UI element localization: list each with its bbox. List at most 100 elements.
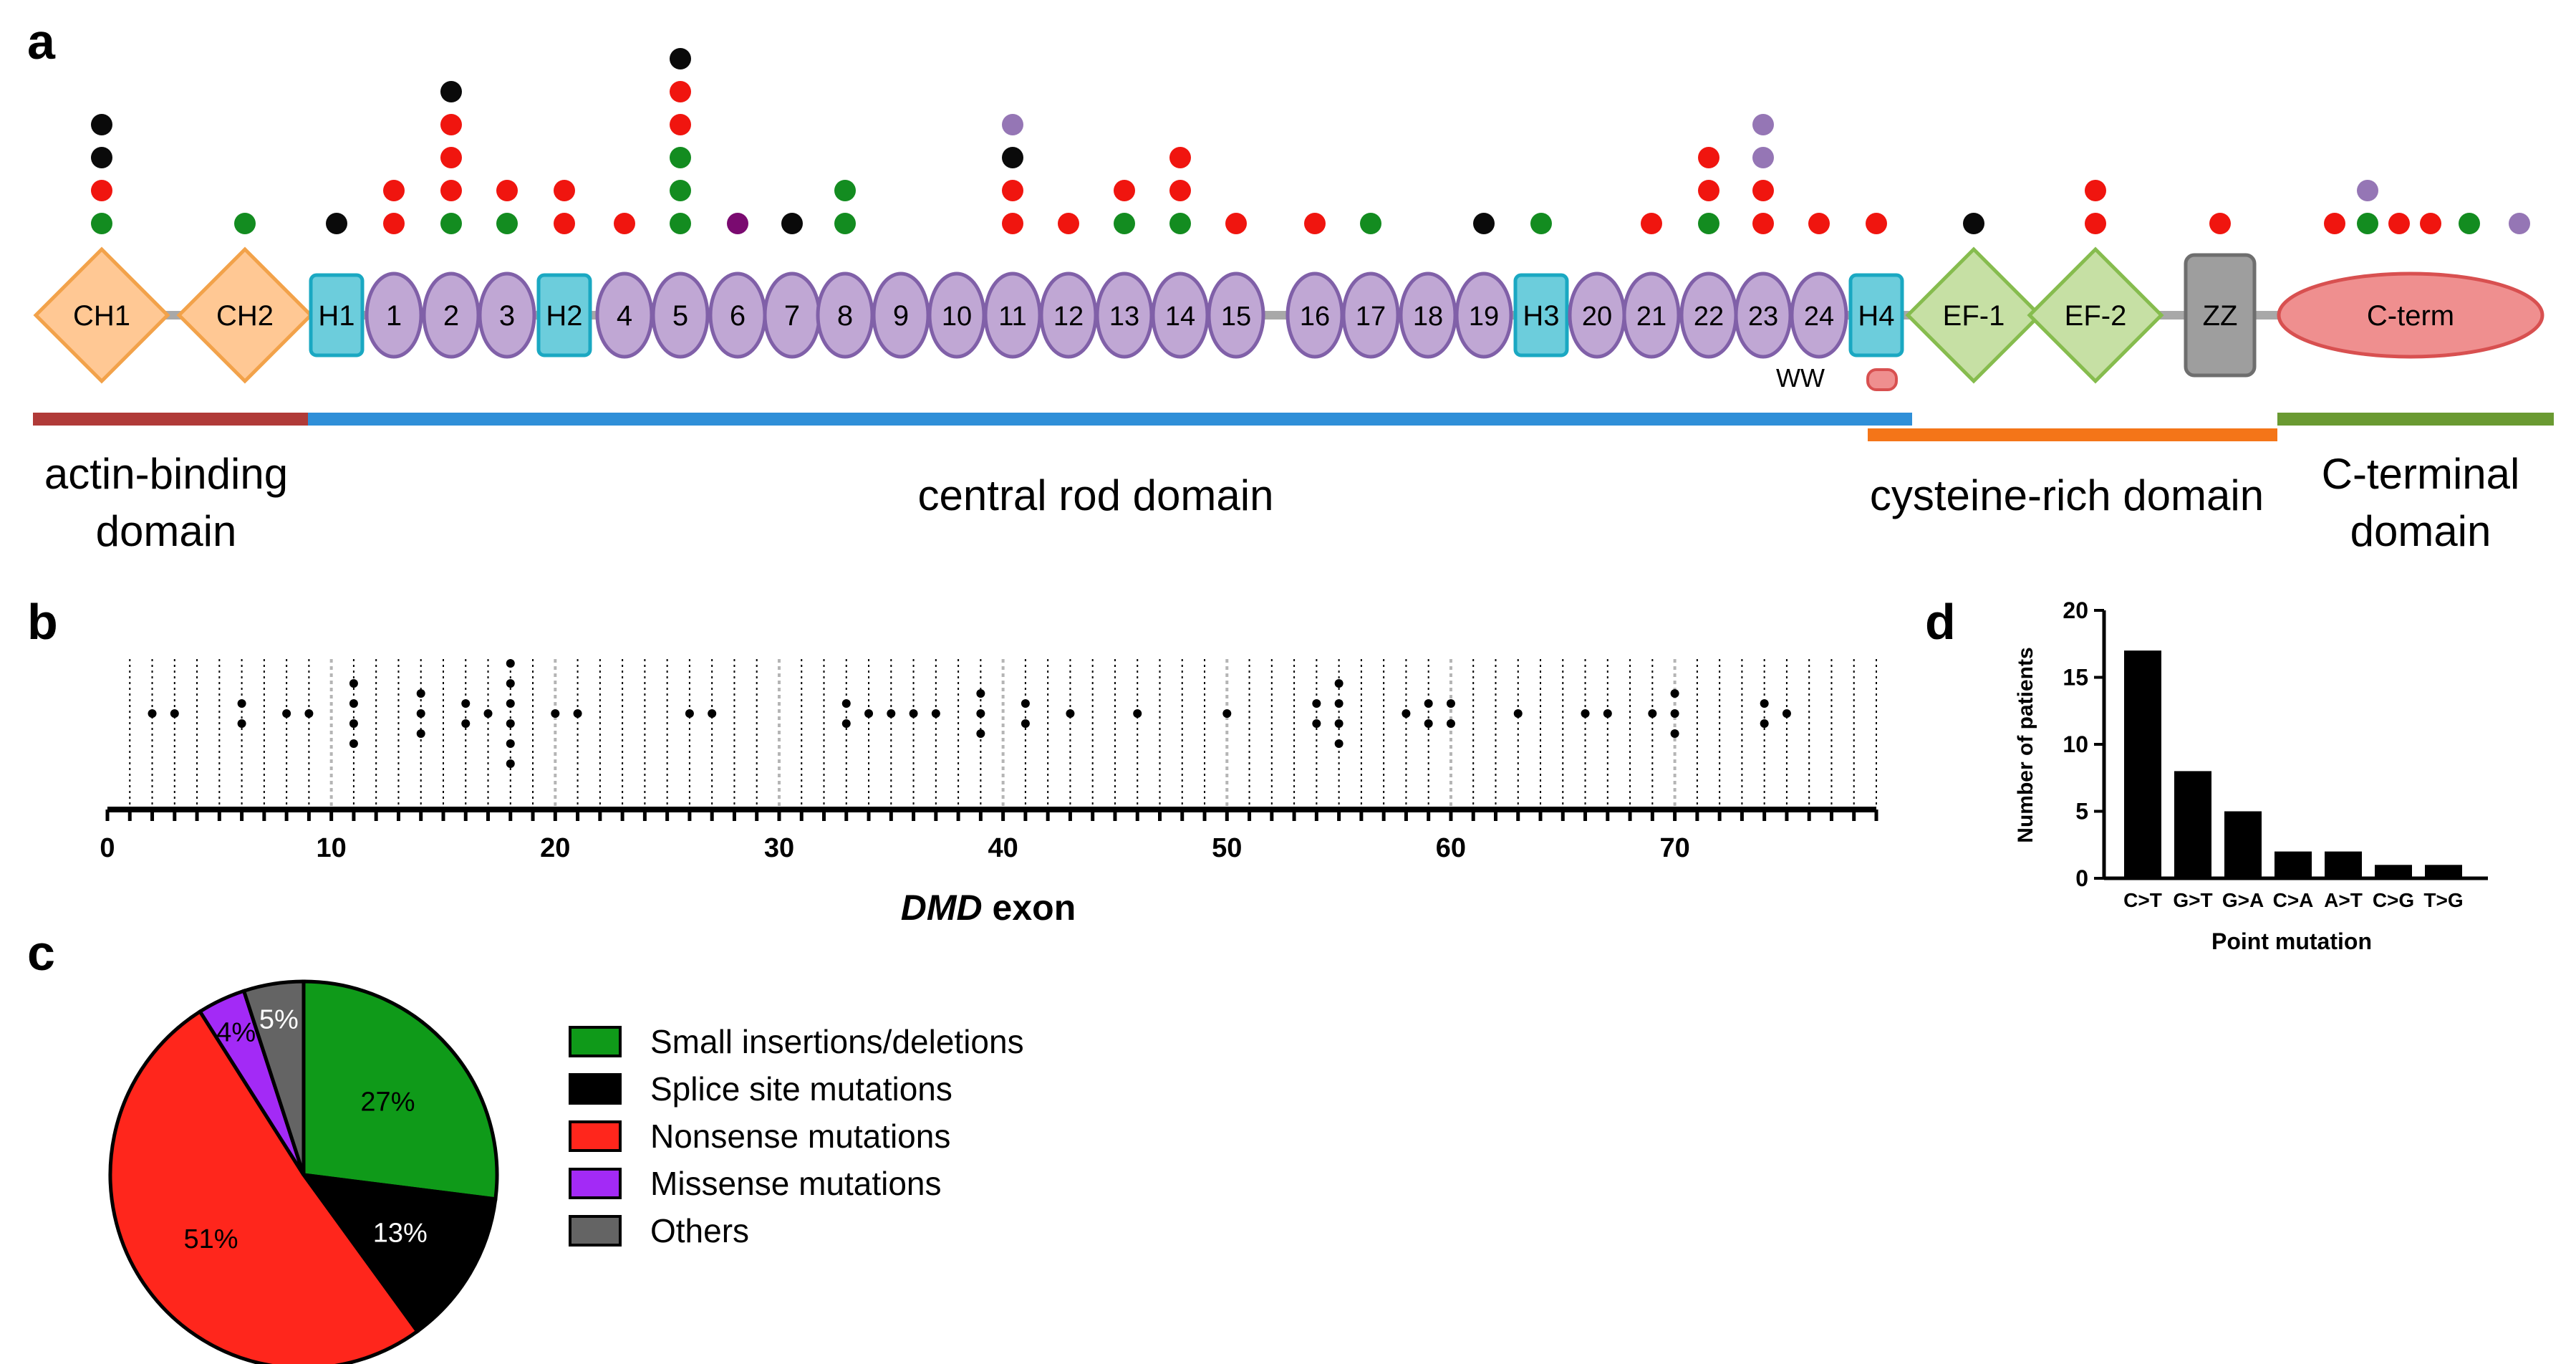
exon-mutation-dot (887, 709, 896, 718)
r2-domain: 2 (422, 272, 481, 359)
r2-mutation-dot (440, 114, 462, 135)
ef2-shape (2027, 246, 2164, 384)
bar-3 (2274, 851, 2312, 878)
exon-mutation-dot (349, 739, 358, 748)
exon-mutation-dot (1446, 699, 1455, 708)
r3-domain: 3 (478, 272, 536, 359)
r12-label: 12 (1053, 302, 1084, 332)
exon-tick-label: 30 (764, 833, 794, 863)
r3-shape (478, 272, 536, 359)
r21-mutation-dot (1641, 213, 1662, 234)
r13-label: 13 (1109, 302, 1139, 332)
r23-mutation-dot (1752, 180, 1774, 201)
bar-chart-y-tick-label: 5 (2075, 799, 2088, 825)
ch2-shape (176, 246, 314, 384)
r1-mutation-dot (383, 213, 405, 234)
ef2-mutation-dot (2085, 213, 2106, 234)
r2-mutation-dot (440, 213, 462, 234)
bar-category-label: C>T (2123, 889, 2162, 911)
r5-mutation-dot (670, 180, 691, 201)
r17-mutation-dot (1360, 213, 1381, 234)
pie-slice (108, 1009, 420, 1364)
r3-mutation-dot (496, 213, 518, 234)
h3-label: H3 (1523, 300, 1559, 332)
r16-label: 16 (1300, 302, 1330, 332)
pie-slice-label: 4% (216, 1018, 256, 1048)
exon-mutation-dot (1648, 709, 1657, 718)
h2-mutation-dot (554, 213, 575, 234)
ch1-mutation-dot (91, 213, 112, 234)
r11-mutation-dot (1002, 114, 1023, 135)
r5-mutation-dot (670, 48, 691, 69)
exon-mutation-dot (1670, 729, 1679, 738)
exon-tick-label: 20 (540, 833, 570, 863)
exon-tick-label: 70 (1659, 833, 1689, 863)
r17-domain: 17 (1341, 272, 1400, 359)
cterm-mutation-dot (2459, 213, 2480, 234)
exon-axis-label-rest: exon (983, 888, 1076, 928)
exon-mutation-dot (1670, 689, 1679, 698)
r23-label: 23 (1748, 302, 1778, 332)
r22-domain: 22 (1679, 272, 1738, 359)
ef2-label: EF-2 (2065, 300, 2127, 332)
cterm-label: C-term (2367, 300, 2454, 332)
actin-binding-bar (33, 413, 308, 426)
r8-mutation-dot (834, 213, 856, 234)
r24-mutation-dot (1808, 213, 1830, 234)
r6-mutation-dot (727, 213, 748, 234)
ch2-mutation-dot (234, 213, 256, 234)
pie-slice (241, 979, 306, 1176)
ch1-mutation-dot (91, 147, 112, 168)
r11-mutation-dot (1002, 180, 1023, 201)
bar-chart-y-tick-label: 10 (2063, 731, 2088, 757)
cterm-mutation-dot (2357, 213, 2378, 234)
zz-domain: ZZ (2184, 253, 2257, 378)
exon-mutation-dot (416, 729, 425, 738)
r13-mutation-dot (1114, 213, 1135, 234)
bar-category-label: G>T (2173, 889, 2212, 911)
exon-mutation-dot (506, 759, 515, 768)
r24-shape (1790, 272, 1848, 359)
r1-shape (365, 272, 423, 359)
exon-mutation-dot (304, 709, 314, 718)
actin-binding-label-line2: domain (96, 507, 237, 555)
exon-tick-label: 50 (1212, 833, 1242, 863)
bar-chart-xlabel: Point mutation (2211, 928, 2372, 954)
r6-label: 6 (730, 300, 746, 332)
r15-domain: 15 (1207, 272, 1265, 359)
r17-label: 17 (1356, 302, 1386, 332)
bar-chart-y-tick-label: 20 (2063, 597, 2088, 623)
cysteine-rich-bar (1868, 428, 2277, 441)
panel-letter-d: d (1925, 594, 1956, 650)
exon-mutation-dot (551, 709, 560, 718)
r14-mutation-dot (1169, 213, 1191, 234)
pie-slice-label: 13% (373, 1219, 428, 1249)
exon-mutation-dot (1133, 709, 1142, 718)
r2-mutation-dot (440, 147, 462, 168)
exon-mutation-dot (506, 659, 515, 668)
r6-domain: 6 (708, 272, 767, 359)
exon-mutation-dot (1424, 699, 1433, 708)
r2-label: 2 (443, 300, 459, 332)
r15-label: 15 (1221, 302, 1251, 332)
exon-tick-label: 60 (1436, 833, 1466, 863)
r19-domain: 19 (1455, 272, 1513, 359)
r5-domain: 5 (651, 272, 710, 359)
panel-letter-c: c (27, 925, 55, 981)
r16-mutation-dot (1304, 213, 1326, 234)
exon-mutation-dot (1021, 719, 1030, 728)
exon-mutation-dot (461, 699, 471, 708)
panel-c: c 27%13%51%4%5% Small insertions/deletio… (27, 925, 1024, 1364)
r11-domain: 11 (983, 272, 1042, 359)
r5-mutation-dot (670, 81, 691, 102)
r10-domain: 10 (927, 272, 986, 359)
legend-swatch (569, 1120, 622, 1152)
exon-mutation-dot (909, 709, 918, 718)
ch1-label: CH1 (73, 300, 130, 332)
exon-mutation-dot (1446, 719, 1455, 728)
